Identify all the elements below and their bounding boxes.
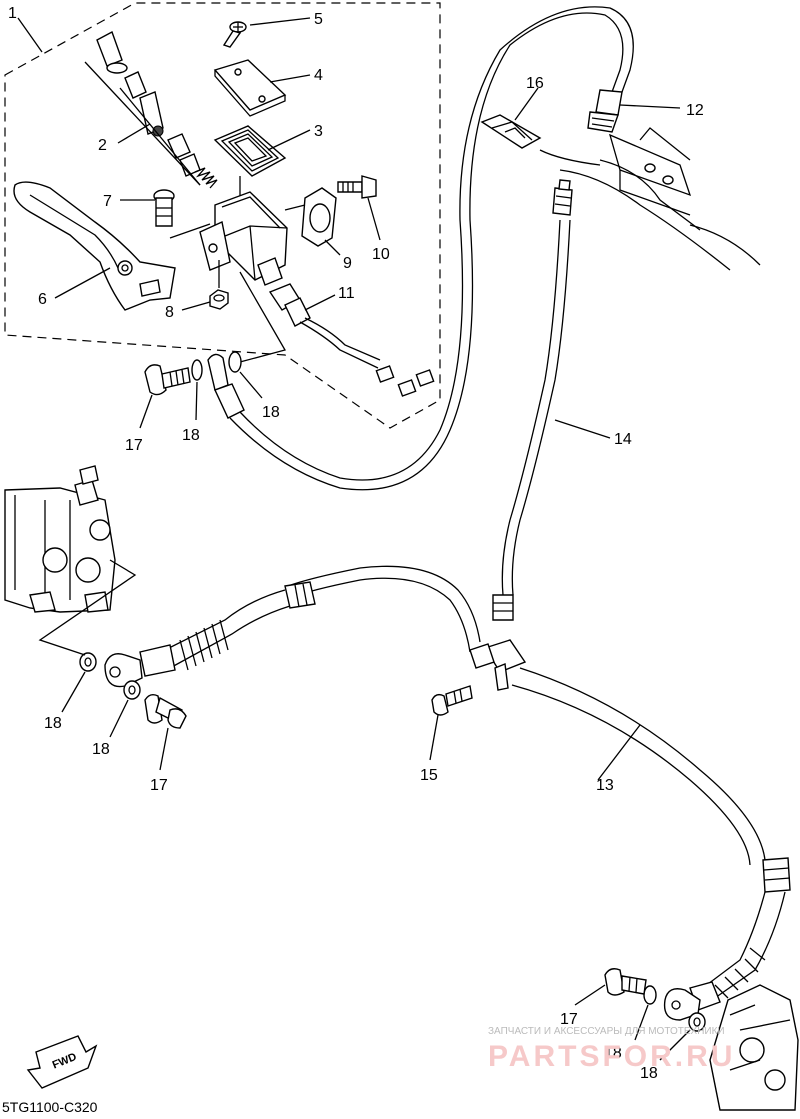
callout-17-right: 17 (560, 1011, 578, 1028)
callout-17-left: 17 (150, 777, 168, 794)
right-washer-b (688, 1012, 706, 1032)
hose-fitting-12 (587, 89, 623, 133)
left-hose-fitting (104, 581, 316, 688)
assembly-boundary (4, 2, 441, 429)
fwd-arrow: FWD (26, 1035, 98, 1089)
right-washer-a (643, 985, 657, 1005)
callout-9: 9 (343, 255, 352, 272)
callout-18-upper-a: 18 (182, 427, 200, 444)
callout-18-right-b: 18 (640, 1065, 658, 1082)
handlebar-holder (301, 187, 337, 247)
callout-13: 13 (596, 777, 614, 794)
watermark-brand: PARTSFOR.RU (488, 1040, 735, 1073)
callout-1: 1 (8, 5, 17, 22)
upper-union-bolt (144, 364, 191, 396)
pivot-nut (209, 289, 229, 310)
callout-11: 11 (338, 285, 355, 302)
watermark: ЗАПЧАСТИ И АКСЕССУАРЫ ДЛЯ МОТОТЕХНИКИ PA… (488, 1026, 735, 1073)
callout-10: 10 (372, 246, 390, 263)
hose-joint (469, 639, 527, 691)
callouts: 1 2 3 4 5 6 7 8 9 10 11 12 13 14 15 16 1… (8, 5, 704, 1082)
pivot-bolt (153, 189, 175, 227)
middle-hose-bottom-fitting (492, 594, 514, 621)
middle-brake-hose (501, 219, 561, 596)
right-union-bolt (604, 968, 647, 996)
callout-17-upper: 17 (125, 437, 143, 454)
upper-washer-a (191, 359, 203, 381)
middle-hose-top-fitting (552, 179, 573, 216)
cap-screw (222, 21, 247, 48)
callout-18-left-a: 18 (44, 715, 62, 732)
frame-bracket (539, 127, 761, 271)
hose-guide (480, 114, 542, 149)
callout-4: 4 (314, 67, 323, 84)
joint-bolt (431, 685, 473, 716)
callout-2: 2 (98, 137, 107, 154)
brake-light-switch (268, 283, 435, 397)
callout-18-right-a: 18 (604, 1045, 622, 1062)
callout-7: 7 (103, 193, 112, 210)
upper-brake-hose (229, 12, 624, 491)
callout-5: 5 (314, 11, 323, 28)
left-washer-a (79, 652, 97, 672)
callout-12: 12 (686, 102, 704, 119)
callout-15: 15 (420, 767, 438, 784)
left-brake-hose (289, 577, 471, 653)
holder-bolt (337, 175, 377, 199)
left-caliper (4, 465, 137, 656)
left-union-bolt (144, 693, 187, 729)
right-caliper (709, 984, 799, 1111)
callout-18-left-b: 18 (92, 741, 110, 758)
upper-hose-fitting (207, 353, 245, 419)
diaphragm (213, 125, 287, 177)
piston-kit (84, 31, 218, 189)
right-brake-hose (519, 667, 766, 861)
master-cylinder-body (199, 191, 288, 286)
callout-14: 14 (614, 431, 632, 448)
brake-lever (13, 181, 176, 311)
leader-lines (17, 17, 691, 1061)
callout-8: 8 (165, 304, 174, 321)
diagram-code: 5TG1100-C320 (2, 1099, 98, 1115)
callout-6: 6 (38, 291, 47, 308)
callout-18-upper-b: 18 (262, 404, 280, 421)
upper-washer-b (228, 351, 242, 373)
watermark-tagline: ЗАПЧАСТИ И АКСЕССУАРЫ ДЛЯ МОТОТЕХНИКИ (488, 1026, 725, 1037)
callout-16: 16 (526, 75, 544, 92)
left-washer-b (123, 680, 141, 700)
right-hose-fitting (663, 857, 791, 1021)
callout-3: 3 (314, 123, 323, 140)
reservoir-cap (213, 59, 287, 117)
